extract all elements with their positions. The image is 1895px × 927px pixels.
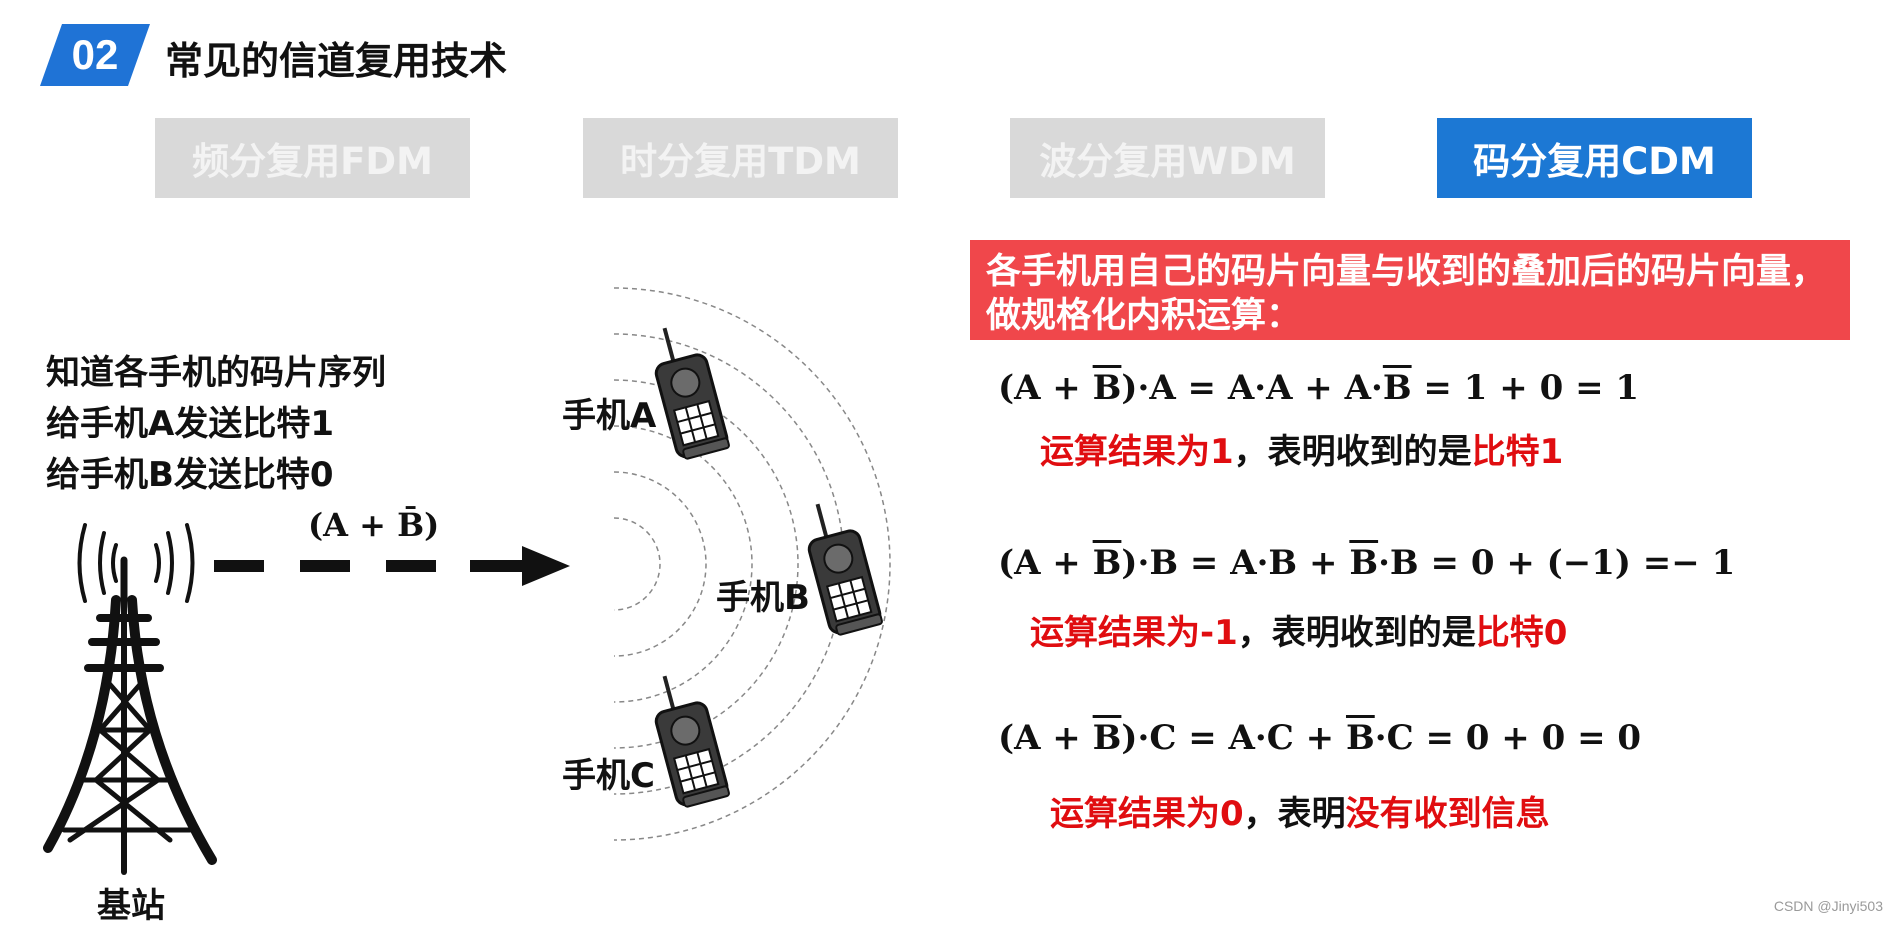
mobile-phone-icon <box>654 675 730 808</box>
formula-phone-b: (A + B)·B = A·B + B·B = 0 + (−1) =− 1 <box>998 543 1736 583</box>
formula-phone-c: (A + B)·C = A·C + B·C = 0 + 0 = 0 <box>998 718 1642 758</box>
result-phone-a: 运算结果为1，表明收到的是比特1 <box>1040 432 1564 472</box>
signal-arrow-icon <box>214 546 570 586</box>
result-phone-c: 运算结果为0，表明没有收到信息 <box>1050 794 1550 834</box>
mobile-phone-icon <box>654 327 730 460</box>
mobile-phone-icon <box>807 503 883 636</box>
radio-tower-icon <box>43 523 217 875</box>
result-phone-b: 运算结果为-1，表明收到的是比特0 <box>1030 613 1568 653</box>
phone-c-label: 手机C <box>562 756 655 796</box>
signal-label: (A + B̄) <box>308 506 440 544</box>
page-title: 常见的信道复用技术 <box>165 39 508 83</box>
tab-fdm[interactable]: 频分复用FDM <box>155 118 470 198</box>
instruction-banner: 各手机用自己的码片向量与收到的叠加后的码片向量， 做规格化内积运算： <box>970 240 1850 340</box>
tab-cdm[interactable]: 码分复用CDM <box>1437 118 1752 198</box>
section-number-badge: 02 <box>40 24 150 86</box>
instruction-line-1: 各手机用自己的码片向量与收到的叠加后的码片向量， <box>986 252 1827 292</box>
tab-tdm[interactable]: 时分复用TDM <box>583 118 898 198</box>
instruction-line-2: 做规格化内积运算： <box>986 296 1302 336</box>
formula-phone-a: (A + B)·A = A·A + A·B = 1 + 0 = 1 <box>998 368 1640 408</box>
watermark: CSDN @Jinyi503 <box>1773 898 1883 914</box>
phone-a-label: 手机A <box>562 396 657 436</box>
base-station-label: 基站 <box>97 886 165 926</box>
note-line-1: 知道各手机的码片序列 <box>46 353 386 393</box>
note-line-2: 给手机A发送比特1 <box>46 404 334 444</box>
note-line-3: 给手机B发送比特0 <box>46 455 334 495</box>
phone-b-label: 手机B <box>716 578 810 618</box>
tab-wdm[interactable]: 波分复用WDM <box>1010 118 1325 198</box>
